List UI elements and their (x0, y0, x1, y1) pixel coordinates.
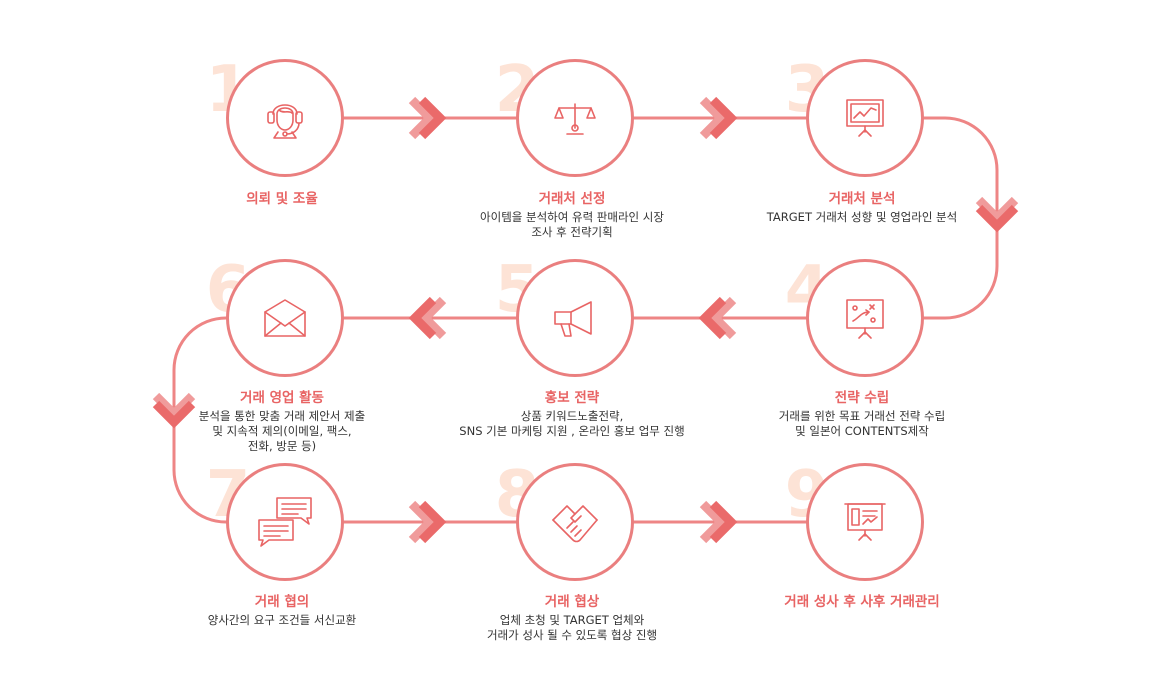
step-desc: SNS 기본 마케팅 지원 , 온라인 홍보 업무 진행 (459, 424, 685, 438)
arrow-left-1b (698, 296, 727, 340)
step-desc: 전화, 방문 등) (247, 439, 317, 453)
arrow-left-2 (418, 296, 447, 340)
step-circle-5 (516, 259, 634, 377)
arrow-down-right (975, 196, 1019, 225)
megaphone-icon (554, 301, 592, 337)
arrow-down-left-b (152, 400, 196, 429)
step-label-6: 거래 영업 활동 분석을 통한 맞춤 거래 제안서 제출 및 지속적 제의(이메… (157, 389, 407, 454)
step-circle-3 (806, 59, 924, 177)
step-label-9: 거래 성사 후 사후 거래관리 (737, 593, 987, 613)
step-title: 거래 성사 후 사후 거래관리 (784, 594, 940, 610)
step-circle-4 (806, 259, 924, 377)
headset-icon (267, 104, 303, 139)
arrow-right-3b (418, 500, 447, 544)
step-desc: 분석을 통한 맞춤 거래 제안서 제출 (198, 409, 366, 423)
presentation-board-icon (844, 503, 886, 541)
chart-board-icon (846, 99, 884, 137)
step-circle-6 (226, 259, 344, 377)
step-circle-9 (806, 463, 924, 581)
step-label-1: 의뢰 및 조율 (157, 190, 407, 210)
step-desc: 업체 초청 및 TARGET 업체와 (499, 613, 645, 627)
step-label-5: 홍보 전략 상품 키워드노출전략, SNS 기본 마케팅 지원 , 온라인 홍보… (447, 389, 697, 439)
step-desc: 양사간의 요구 조건들 서신교환 (207, 613, 357, 627)
step-title: 거래 영업 활동 (240, 390, 324, 406)
step-title: 전략 수립 (834, 390, 890, 406)
step-label-2: 거래처 선정 아이템을 분석하여 유력 판매라인 시장 조사 후 전략기획 (447, 190, 697, 240)
step-label-8: 거래 협상 업체 초청 및 TARGET 업체와 거래가 성사 될 수 있도록 … (447, 593, 697, 643)
arrow-left-1 (708, 296, 737, 340)
step-desc: 아이템을 분석하여 유력 판매라인 시장 (480, 210, 664, 224)
step-title: 홍보 전략 (544, 390, 600, 406)
step-title: 거래처 분석 (828, 191, 896, 207)
step-circle-2 (516, 59, 634, 177)
arrow-right-4b (709, 500, 738, 544)
step-desc: 거래를 위한 목표 거래선 전략 수립 (778, 409, 946, 423)
step-title: 의뢰 및 조율 (246, 191, 318, 207)
step-label-3: 거래처 분석 TARGET 거래처 성향 및 영업라인 분석 (737, 190, 987, 225)
chat-bubbles-icon (258, 497, 312, 547)
step-desc: 조사 후 전략기획 (531, 225, 613, 239)
arrow-down-left (152, 392, 196, 421)
step-desc: TARGET 거래처 성향 및 영업라인 분석 (766, 210, 958, 224)
scale-icon (554, 103, 596, 135)
arrow-right-2 (699, 96, 728, 140)
step-label-4: 전략 수립 거래를 위한 목표 거래선 전략 수립 및 일본어 CONTENTS… (737, 389, 987, 439)
arrow-down-right-b (975, 204, 1019, 233)
arrow-right-1b (418, 96, 447, 140)
arrow-right-1 (408, 96, 437, 140)
handshake-icon (552, 505, 598, 543)
arrow-right-4 (699, 500, 728, 544)
step-circle-1 (226, 59, 344, 177)
step-label-7: 거래 협의 양사간의 요구 조건들 서신교환 (157, 593, 407, 628)
step-desc: 및 지속적 제의(이메일, 팩스, (212, 424, 352, 438)
step-circle-8 (516, 463, 634, 581)
strategy-board-icon (846, 299, 884, 339)
arrow-right-3 (408, 500, 437, 544)
envelope-icon (264, 299, 306, 337)
arrow-right-2b (709, 96, 738, 140)
step-title: 거래 협상 (544, 594, 600, 610)
step-title: 거래처 선정 (538, 191, 606, 207)
step-circle-7 (226, 463, 344, 581)
step-title: 거래 협의 (254, 594, 310, 610)
step-desc: 상품 키워드노출전략, (520, 409, 624, 423)
step-desc: 및 일본어 CONTENTS제작 (795, 424, 929, 438)
arrow-left-2b (408, 296, 437, 340)
step-desc: 거래가 성사 될 수 있도록 협상 진행 (486, 628, 658, 642)
